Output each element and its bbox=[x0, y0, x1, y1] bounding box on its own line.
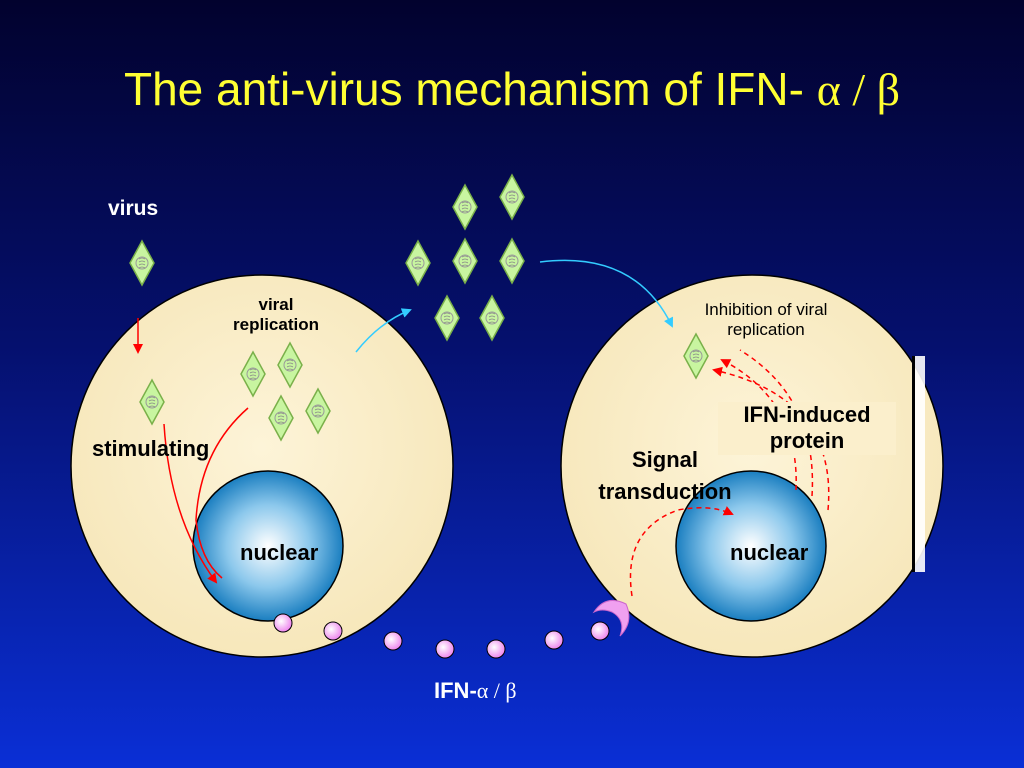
ifn-molecule bbox=[486, 639, 506, 659]
virus-release-arrow bbox=[355, 308, 412, 353]
ifn-molecule bbox=[544, 630, 564, 650]
left-nucleus bbox=[192, 470, 344, 622]
label-stimulating: stimulating bbox=[92, 436, 210, 461]
label-nuclear-right: nuclear bbox=[730, 540, 809, 565]
signal-arrow bbox=[629, 506, 734, 597]
label-viral-replication: viral replication bbox=[216, 295, 336, 336]
label-signal-line2: transduction bbox=[598, 478, 732, 504]
stimulating-arrow bbox=[163, 423, 218, 584]
virus-particle bbox=[479, 295, 505, 341]
replication-arrow bbox=[195, 407, 249, 579]
virus-particle bbox=[499, 174, 525, 220]
right-nucleus bbox=[675, 470, 827, 622]
ifn-molecule bbox=[383, 631, 403, 651]
ifn-receptor bbox=[592, 599, 630, 637]
ifn-molecule bbox=[323, 621, 343, 641]
protein-arrow-3 bbox=[712, 366, 830, 511]
slide-title: The anti-virus mechanism of IFN- α / β bbox=[0, 62, 1024, 116]
ifn-molecule bbox=[435, 639, 455, 659]
label-nuclear-left: nuclear bbox=[240, 540, 319, 565]
label-viral-replication-line1: viral bbox=[258, 295, 294, 314]
label-ifn-induced-protein: IFN-induced protein bbox=[718, 402, 896, 455]
title-text: The anti-virus mechanism of IFN- bbox=[123, 63, 817, 115]
left-cell bbox=[70, 274, 454, 658]
virus-attack-arrow bbox=[539, 259, 673, 328]
label-inhibition: Inhibition of viral replication bbox=[668, 300, 864, 341]
virus-particle bbox=[129, 240, 155, 286]
label-virus: virus bbox=[108, 197, 159, 220]
ifn-molecule bbox=[590, 621, 610, 641]
label-ifn-bottom-greek: α / β bbox=[476, 678, 517, 703]
label-ifn-bottom: IFN-α / β bbox=[434, 678, 517, 704]
protein-arrow-1 bbox=[720, 359, 797, 491]
virus-particle bbox=[405, 240, 431, 286]
virus-particle bbox=[452, 238, 478, 284]
title-greek: α / β bbox=[816, 64, 901, 115]
label-ifn-induced-line2: protein bbox=[769, 428, 845, 454]
virus-particle bbox=[452, 184, 478, 230]
right-cell-edge-bar bbox=[912, 356, 915, 572]
protein-arrow-2 bbox=[739, 349, 814, 497]
right-cell-edge-white bbox=[915, 356, 925, 572]
label-signal-transduction: Signal transduction bbox=[576, 444, 754, 508]
label-signal-line1: Signal bbox=[631, 447, 698, 472]
virus-particle bbox=[434, 295, 460, 341]
label-inhibition-line2: replication bbox=[727, 320, 805, 340]
label-viral-replication-line2: replication bbox=[233, 315, 319, 335]
label-ifn-induced-line1: IFN-induced bbox=[743, 402, 871, 427]
right-cell bbox=[560, 274, 944, 658]
label-inhibition-line1: Inhibition of viral bbox=[704, 300, 828, 319]
virus-particle bbox=[499, 238, 525, 284]
label-ifn-bottom-text: IFN- bbox=[434, 678, 477, 703]
ifn-molecule bbox=[273, 613, 293, 633]
